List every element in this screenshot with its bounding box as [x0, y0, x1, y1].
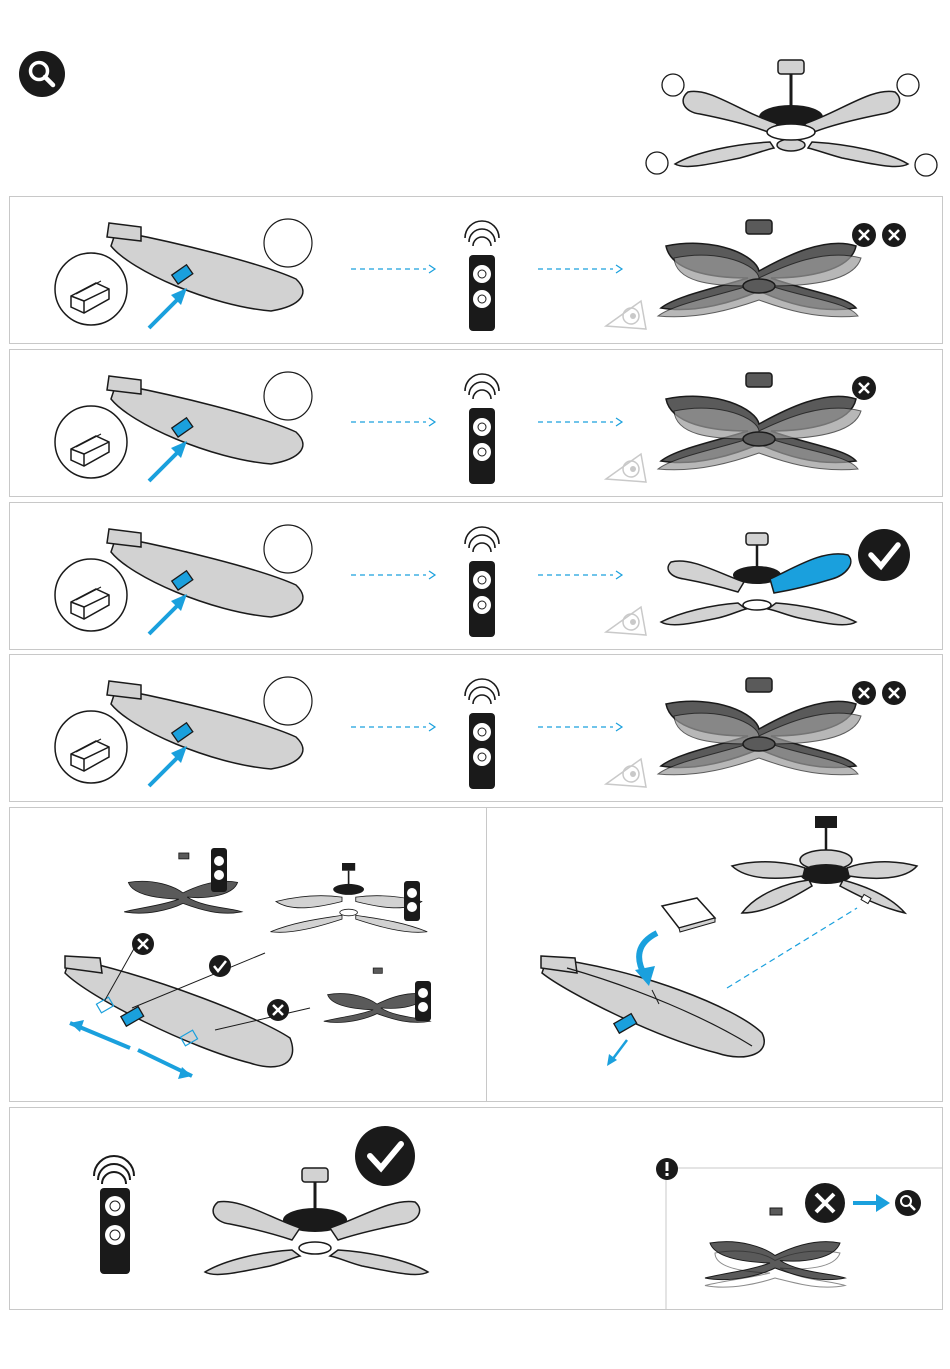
balance-step-4 — [9, 654, 943, 802]
remote-control-icon — [465, 679, 499, 789]
arrow-icon — [853, 1194, 890, 1212]
ceiling-fan-icon — [658, 220, 861, 317]
remote-control-icon — [465, 221, 499, 331]
balance-step-2 — [9, 349, 943, 497]
cross-icon — [852, 223, 876, 247]
eye-observe-icon — [606, 454, 646, 482]
cross-icon — [882, 223, 906, 247]
search-icon — [18, 50, 66, 98]
remote-control-icon — [211, 848, 227, 892]
clip-position-diagram — [10, 808, 486, 1101]
cross-icon — [132, 933, 154, 955]
step-diagram — [10, 197, 942, 343]
checkmark-icon — [209, 955, 231, 977]
remote-control-icon — [415, 981, 431, 1021]
eye-observe-icon — [606, 759, 646, 787]
clip-position-panel — [9, 807, 487, 1102]
exclamation-icon — [656, 1158, 678, 1180]
ceiling-fan-icon — [658, 373, 861, 470]
remote-control-icon — [404, 881, 420, 921]
magnifier-icon — [895, 1190, 921, 1216]
checkmark-icon — [858, 529, 910, 581]
fan-overview-illustration — [640, 52, 942, 182]
eye-observe-icon — [606, 301, 646, 329]
clip-closeup — [55, 406, 127, 478]
step-diagram — [10, 655, 942, 801]
step-diagram — [10, 350, 942, 496]
checkmark-icon — [355, 1126, 415, 1186]
clip-closeup — [55, 711, 127, 783]
remote-control-icon — [465, 527, 499, 637]
clip-fix-diagram — [487, 808, 942, 1101]
remote-control-icon — [465, 374, 499, 484]
cross-icon — [267, 999, 289, 1021]
remote-control-icon — [94, 1156, 134, 1274]
clip-closeup — [55, 559, 127, 631]
final-result-panel — [9, 1107, 943, 1310]
ceiling-fan-icon — [661, 533, 856, 625]
clip-closeup — [55, 253, 127, 325]
clip-fix-panel — [486, 807, 943, 1102]
cross-icon — [852, 681, 876, 705]
balance-step-3 — [9, 502, 943, 650]
final-result-diagram — [10, 1108, 942, 1309]
ceiling-fan-icon — [658, 678, 861, 775]
header — [0, 0, 950, 190]
eye-observe-icon — [606, 607, 646, 635]
cross-icon — [805, 1183, 845, 1223]
cross-icon — [882, 681, 906, 705]
step-diagram — [10, 503, 942, 649]
cross-icon — [852, 376, 876, 400]
balance-step-1 — [9, 196, 943, 344]
